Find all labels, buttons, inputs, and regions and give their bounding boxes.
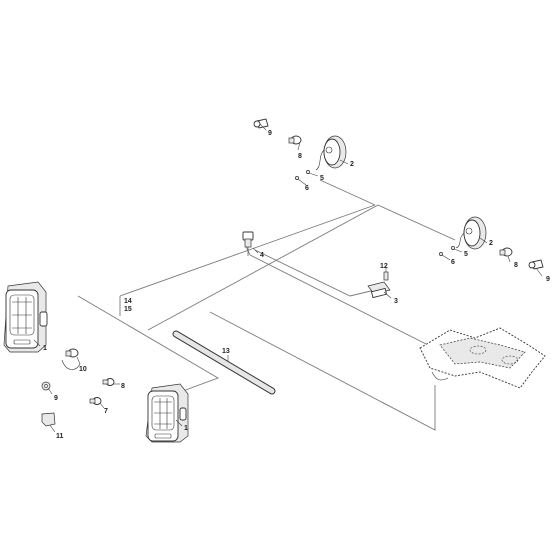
callout-13: 13 (222, 348, 230, 355)
protective-tube-13 (172, 330, 276, 395)
callout-1-right: 1 (184, 425, 188, 432)
connector-3 (367, 281, 391, 299)
callout-3: 3 (394, 298, 398, 305)
callout-5-top: 5 (320, 175, 324, 182)
bulb-8-right (499, 247, 513, 257)
callout-5-right: 5 (464, 251, 468, 258)
headlamp-left (3, 281, 48, 353)
callout-1-left: 1 (43, 345, 47, 352)
fastener-6-top (295, 176, 307, 186)
callout-2-right: 2 (489, 240, 493, 247)
aux-lamp-right (455, 216, 487, 250)
pin-12 (383, 271, 389, 281)
callout-6-top: 6 (305, 185, 309, 192)
callout-labels: 1 1 2 2 3 4 5 5 6 6 7 8 8 8 9 9 9 10 11 … (43, 130, 550, 440)
wiring-harness (77, 179, 456, 431)
callout-15: 15 (124, 306, 132, 313)
bulb-9-right (528, 259, 544, 270)
callout-2-top: 2 (350, 161, 354, 168)
callout-9-top: 9 (268, 130, 272, 137)
leader-lines (33, 123, 543, 433)
handlebar-bracket (419, 327, 546, 389)
bulb-8-top (288, 135, 302, 145)
callout-8-top: 8 (298, 153, 302, 160)
callout-12: 12 (380, 263, 388, 270)
headlamp-right (145, 383, 189, 443)
bulb-10 (61, 348, 81, 370)
callout-9-left: 9 (54, 395, 58, 402)
callout-4: 4 (260, 252, 264, 259)
aux-lamp-top (315, 135, 347, 171)
callout-9-right: 9 (546, 276, 550, 283)
callout-10: 10 (79, 366, 87, 373)
callout-6-right: 6 (451, 259, 455, 266)
fastener-5-top (306, 170, 319, 177)
callout-8-right: 8 (514, 262, 518, 269)
fastener-5-right (451, 246, 463, 253)
callout-7: 7 (104, 408, 108, 415)
bulb-7 (89, 397, 102, 405)
callout-8-left: 8 (121, 383, 125, 390)
callout-14: 14 (124, 298, 132, 305)
cap-11 (41, 412, 56, 427)
bulb-9-top (253, 118, 269, 129)
callout-11: 11 (56, 433, 64, 440)
switch-4 (242, 231, 254, 256)
fastener-6-right (439, 252, 451, 261)
bulb-8-left (102, 378, 115, 386)
